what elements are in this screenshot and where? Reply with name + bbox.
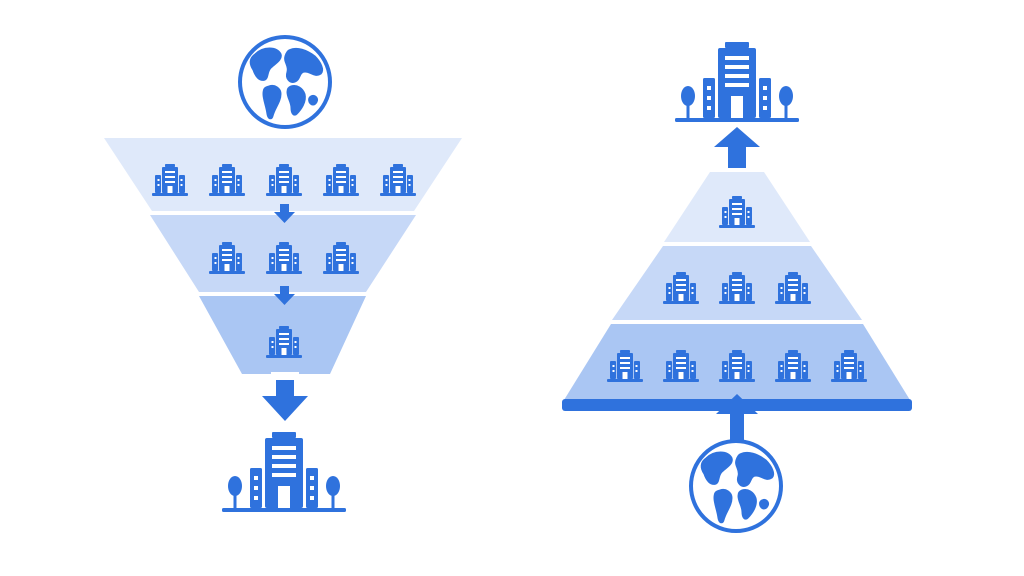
arrow-up-icon: [716, 394, 758, 442]
headquarters-building-icon: [222, 432, 346, 512]
pyramid-diagram: [562, 42, 912, 533]
arrow-down-icon: [262, 372, 308, 421]
arrow-up-icon: [714, 127, 760, 168]
arrow-down-icon: [274, 204, 295, 223]
globe-icon: [238, 35, 332, 129]
globe-icon: [689, 439, 783, 533]
arrow-down-icon: [274, 286, 295, 305]
headquarters-building-icon: [675, 42, 799, 122]
funnel-diagram: [104, 35, 462, 512]
